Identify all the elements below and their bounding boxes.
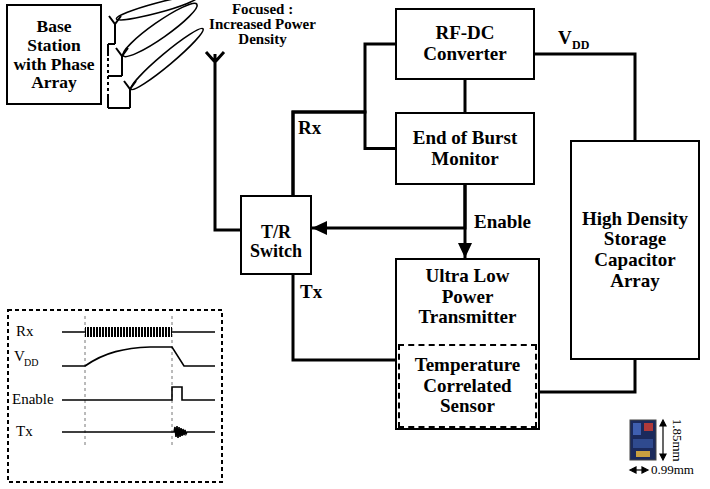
radiation-beam [127, 24, 207, 94]
connector-line [312, 185, 465, 228]
tx-waveform [62, 426, 215, 438]
storage-box: High Density Storage Capacitor Array [570, 140, 700, 360]
connector [540, 360, 635, 392]
edge-label: Tx [300, 282, 322, 303]
switch-box: T/R Switch [240, 195, 312, 275]
dimension-label: 0.99mm [651, 463, 694, 477]
supply-subscript: DD [572, 39, 589, 52]
node-text: Ultra Low Power Transmitter [401, 266, 534, 328]
arrow-head [458, 243, 472, 258]
connector [293, 44, 395, 195]
signal-name: Rx [16, 323, 34, 340]
connector [535, 54, 635, 140]
enable-waveform [62, 387, 215, 400]
signal-name: V [14, 348, 25, 365]
beam-group [115, 0, 207, 94]
node-text: T/R Switch [246, 223, 306, 262]
connector [312, 185, 465, 235]
sensor-box: Temperature Correlated Sensor [398, 344, 537, 428]
edge-label: Enable [474, 212, 531, 233]
connector-line [293, 44, 395, 195]
signal-name: Enable [12, 391, 54, 408]
node-text: RF-DC Converter [401, 23, 529, 64]
node-text: Temperature Correlated Sensor [404, 355, 531, 417]
process-box: RF-DC Converter [395, 8, 535, 80]
connector-line [293, 275, 395, 360]
antenna-symbol [116, 48, 128, 76]
rx-burst [85, 327, 172, 337]
connector-line [540, 360, 635, 392]
node-text: Base Station with Phase Array [12, 17, 96, 93]
signal-name: Tx [16, 423, 33, 440]
array-stub [108, 44, 130, 108]
base-station-box: Base Station with Phase Array [6, 4, 102, 105]
beam-note: Focused : Increased Power Density [205, 2, 320, 47]
chip-block [636, 451, 650, 457]
receive-antenna [206, 52, 240, 230]
dimension-head [660, 420, 666, 426]
edge-label: Rx [298, 118, 321, 139]
transmitter-box: Ultra Low Power TransmitterTemperature C… [395, 258, 540, 430]
connector [293, 275, 395, 360]
node-text: End of Burst Monitor [401, 128, 529, 169]
inset-frame [8, 310, 222, 482]
arrow-head [312, 221, 327, 235]
process-box: End of Burst Monitor [395, 112, 535, 185]
chip-die [630, 420, 656, 460]
supply-name: V [558, 28, 572, 49]
dimension-head [660, 454, 666, 460]
timing-markers [85, 316, 172, 446]
chip-photo [630, 420, 656, 460]
signal-subscript: DD [24, 357, 38, 368]
connector-line [535, 54, 635, 140]
dimension-head [630, 467, 636, 473]
chip-block [633, 423, 641, 435]
chip-block [644, 423, 653, 431]
dimension-label: 1.85mm [669, 419, 683, 462]
waveforms [62, 332, 215, 438]
connector-line [464, 80, 467, 112]
dimension-head [642, 467, 648, 473]
antenna-symbol [124, 81, 136, 108]
connector [465, 80, 466, 112]
dimension-line [662, 422, 663, 458]
vdd-waveform [62, 347, 215, 366]
connector [458, 185, 472, 258]
chip-block [633, 439, 653, 448]
node-text: High Density Storage Capacitor Array [576, 209, 694, 291]
connector-line [293, 112, 395, 195]
connector [293, 112, 395, 195]
phase-array [108, 16, 136, 108]
radiation-beam [119, 0, 202, 62]
